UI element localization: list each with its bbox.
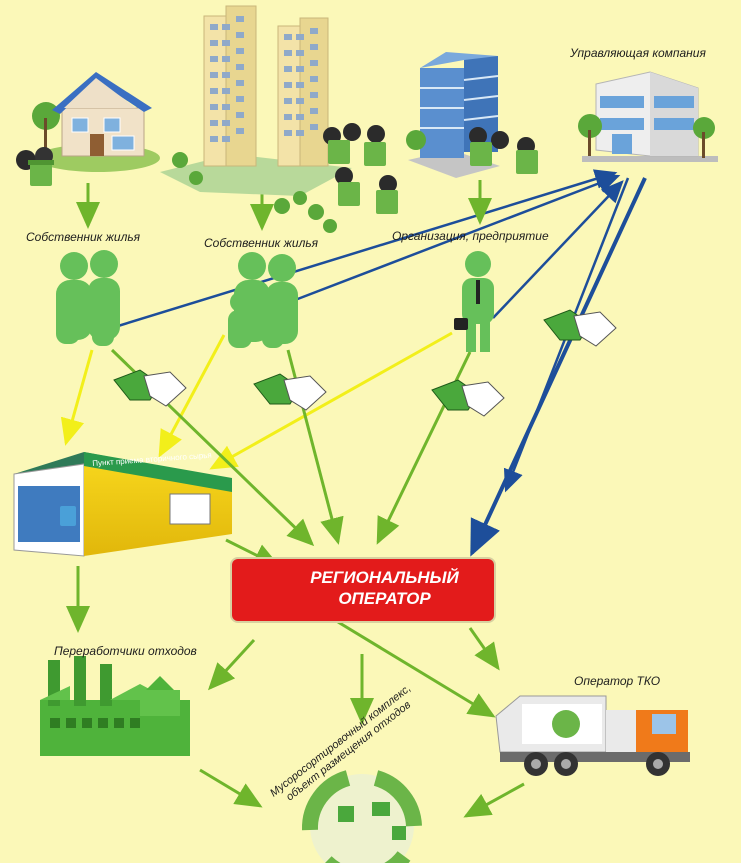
arrow-regional-to-truck-short xyxy=(468,627,500,671)
label-owner-mid: Собственник жилья xyxy=(204,236,319,250)
arrow-management-to-regional xyxy=(470,177,647,557)
yellow-arrows xyxy=(60,331,453,470)
handshake-icon-4 xyxy=(543,309,617,347)
arrow-truck-to-sorting xyxy=(463,782,525,818)
arrow-owner-left-to-kiosk xyxy=(60,349,94,446)
family-mid-icon xyxy=(228,252,298,348)
arrow-regional-to-processors xyxy=(207,638,256,691)
office-building-illustration xyxy=(406,52,538,178)
regional-operator-title: РЕГИОНАЛЬНЫЙ ОПЕРАТОР xyxy=(282,567,487,609)
private-house-illustration xyxy=(16,72,160,186)
handshake-icon-3 xyxy=(431,379,505,417)
family-left-icon xyxy=(56,250,120,346)
label-owner-left: Собственник жилья xyxy=(26,230,141,244)
sorting-complex-illustration xyxy=(301,770,422,863)
regional-operator-line1: РЕГИОНАЛЬНЫЙ xyxy=(310,568,459,587)
regional-operator-line2: ОПЕРАТОР xyxy=(338,589,431,608)
arrow-org-to-management xyxy=(492,180,624,319)
arrow-owner-mid-to-kiosk xyxy=(158,334,226,458)
regional-operator-box: РЕГИОНАЛЬНЫЙ ОПЕРАТОР xyxy=(232,559,494,621)
handshake-icon-2 xyxy=(253,373,327,411)
arrow-processors-to-sorting xyxy=(199,768,263,808)
management-company-illustration xyxy=(578,71,718,162)
factory-illustration xyxy=(40,656,190,756)
recycling-kiosk-illustration xyxy=(13,452,232,557)
label-waste-processors: Переработчики отходов xyxy=(54,644,197,658)
arrow-org-to-kiosk xyxy=(209,331,453,470)
arrow-owner-mid-to-management xyxy=(294,173,621,302)
arrow-owner-left-to-management xyxy=(117,169,618,328)
arrow-regional-to-truck xyxy=(337,620,496,718)
handshake-icon-1 xyxy=(113,369,187,407)
label-management-company: Управляющая компания xyxy=(570,46,706,60)
businessman-icon xyxy=(454,251,494,352)
apartment-towers-illustration xyxy=(160,5,398,233)
label-tko-operator: Оператор ТКО xyxy=(574,674,661,688)
label-organization: Организация, предприятие xyxy=(392,229,549,243)
garbage-truck-illustration xyxy=(495,695,690,776)
